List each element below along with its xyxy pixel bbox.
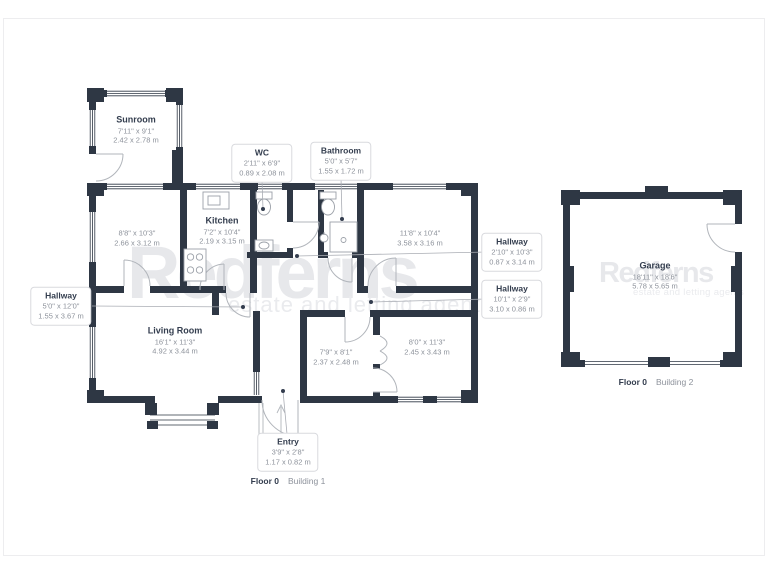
kitchen-hob-icon xyxy=(183,248,207,282)
callout-entry: Entry 3'9" x 2'8" 1.17 x 0.82 m xyxy=(257,432,319,472)
room-label-bedroom-right: 11'8" x 10'4" 3.58 x 3.16 m xyxy=(397,228,443,247)
callout-hallway-left: Hallway 5'0" x 12'0" 1.55 x 3.67 m xyxy=(30,286,92,326)
callout-wc: WC 2'11" x 6'9" 0.89 x 2.08 m xyxy=(231,143,293,183)
building1-windows xyxy=(89,90,461,426)
building1-fixtures xyxy=(183,191,358,282)
bathroom-toilet-icon xyxy=(319,191,337,200)
bathroom-shower-icon xyxy=(329,221,358,253)
leader-dots xyxy=(241,207,373,393)
room-label-bedroom-left: 8'8" x 10'3" 2.66 x 3.12 m xyxy=(114,228,160,247)
watermark-tagline-building2: estate and letting agents xyxy=(633,287,745,298)
callout-hallway-vertical: Hallway 2'10" x 10'3" 0.87 x 3.14 m xyxy=(481,232,543,272)
page-border-frame xyxy=(3,18,765,556)
building2-doors xyxy=(706,223,736,253)
building1-walls xyxy=(87,88,478,429)
room-label-sunroom: Sunroom 7'11" x 9'1" 2.42 x 2.78 m xyxy=(113,114,159,145)
building2-garage-doors xyxy=(585,361,720,365)
callout-hallway-horizontal: Hallway 10'1" x 2'9" 3.10 x 0.86 m xyxy=(481,279,543,319)
room-label-middle-room: 7'9" x 8'1" 2.37 x 2.48 m xyxy=(313,347,359,366)
room-label-living-room: Living Room 16'1" x 11'3" 4.92 x 3.44 m xyxy=(147,325,203,356)
building1-doors xyxy=(95,153,398,437)
room-label-kitchen: Kitchen 7'2" x 10'4" 2.19 x 3.15 m xyxy=(199,215,245,246)
room-label-garage: Garage 18'11" x 18'6" 5.78 x 5.65 m xyxy=(632,260,678,291)
leader-lines xyxy=(91,177,488,435)
callout-bathroom: Bathroom 5'0" x 5'7" 1.55 x 1.72 m xyxy=(310,141,372,181)
building2-walls xyxy=(561,186,742,367)
wc-toilet-icon xyxy=(255,191,273,200)
watermark-brand-building2: Redferns xyxy=(599,257,714,289)
room-label-bottom-right-room: 8'0" x 11'3" 2.45 x 3.43 m xyxy=(404,337,450,356)
bathroom-sink-icon xyxy=(319,233,329,243)
